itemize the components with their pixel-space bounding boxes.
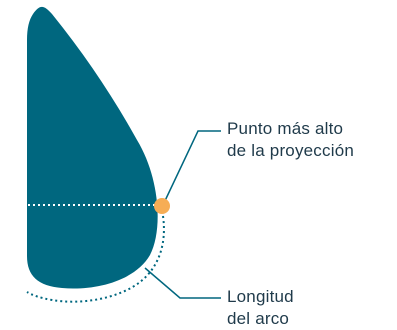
arc-length-label-line-2: del arco	[227, 309, 290, 328]
peak-projection-point	[154, 198, 170, 214]
arc-leader-line	[144, 267, 221, 299]
peak-projection-label-line-2: de la proyección	[227, 141, 354, 160]
peak-projection-label-line-1: Punto más alto	[227, 119, 344, 138]
arc-length-label-line-1: Longitud	[227, 287, 294, 306]
peak-leader-line	[162, 130, 221, 206]
profile-shape	[27, 6, 158, 289]
arc-length-label: Longitud del arco	[227, 286, 294, 330]
peak-projection-label: Punto más alto de la proyección	[227, 118, 354, 162]
